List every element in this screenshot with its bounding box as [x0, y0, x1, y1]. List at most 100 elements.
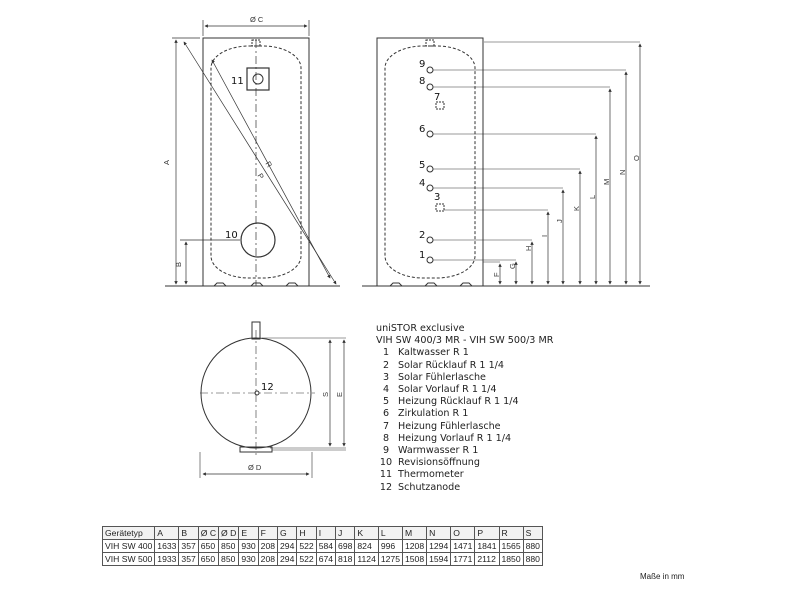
- table-cell: 584: [315, 539, 337, 553]
- table-header-cell: N: [426, 526, 452, 540]
- label-r: R: [264, 160, 275, 170]
- table-cell: 294: [277, 552, 298, 566]
- table-cell: 208: [257, 552, 279, 566]
- table-cell: 357: [178, 539, 199, 553]
- label-diam-c: Ø C: [250, 15, 264, 24]
- table-cell: 650: [197, 539, 220, 553]
- table-cell: 2112: [474, 552, 500, 566]
- label-j: J: [555, 219, 564, 223]
- label-m: M: [602, 179, 611, 185]
- table-cell: 1850: [498, 552, 524, 566]
- marker-5: 5: [419, 160, 425, 171]
- table-cell: 1565: [498, 539, 524, 553]
- table-cell: 294: [277, 539, 298, 553]
- table-cell: 357: [178, 552, 199, 566]
- table-cell: 522: [296, 552, 317, 566]
- table-cell: 1124: [354, 552, 379, 566]
- table-cell: 1933: [154, 552, 180, 566]
- table-header-cell: L: [377, 526, 404, 540]
- table-cell: 824: [354, 539, 379, 553]
- label-i: I: [540, 235, 549, 237]
- table-cell: 880: [522, 539, 543, 553]
- table-cell: 674: [315, 552, 337, 566]
- table-header-cell: P: [474, 526, 500, 540]
- table-header-cell: S: [522, 526, 543, 540]
- table-header-cell: R: [498, 526, 524, 540]
- table-cell: 1633: [154, 539, 180, 553]
- table-header-cell: K: [354, 526, 379, 540]
- marker-9: 9: [419, 59, 425, 70]
- table-header-cell: A: [154, 526, 180, 540]
- marker-6: 6: [419, 124, 425, 135]
- table-header-cell: Gerätetyp: [101, 526, 156, 540]
- table-header-cell: J: [335, 526, 356, 540]
- marker-3: 3: [434, 192, 440, 203]
- legend: uniSTOR exclusive VIH SW 400/3 MR - VIH …: [376, 323, 553, 494]
- label-b: B: [174, 262, 183, 267]
- marker-7: 7: [434, 92, 440, 103]
- legend-title: uniSTOR exclusive: [376, 323, 465, 334]
- table-cell: 698: [335, 539, 356, 553]
- table-cell: 1294: [426, 539, 452, 553]
- label-diam-d: Ø D: [248, 463, 262, 472]
- marker-4: 4: [419, 178, 425, 189]
- table-header-cell: Ø C: [197, 526, 220, 540]
- table-header-cell: F: [257, 526, 279, 540]
- table-cell: 1841: [474, 539, 500, 553]
- table-header-cell: Ø D: [218, 526, 240, 540]
- label-o: O: [632, 155, 641, 161]
- label-g: G: [508, 263, 517, 269]
- front-view: [165, 20, 340, 287]
- table-cell: 1208: [401, 539, 428, 553]
- label-k: K: [572, 206, 581, 211]
- technical-drawing: Ø C A B R P 11 10: [162, 15, 650, 478]
- unit-note: Maße in mm: [640, 572, 685, 581]
- table-header-cell: G: [277, 526, 298, 540]
- table-header-cell: B: [178, 526, 199, 540]
- table-cell: VIH SW 400: [101, 539, 156, 553]
- label-l: L: [588, 195, 597, 199]
- table-cell: 1594: [426, 552, 452, 566]
- table-cell: 208: [257, 539, 279, 553]
- thermometer-box: [246, 67, 270, 91]
- table-cell: 880: [522, 552, 543, 566]
- label-a: A: [162, 160, 171, 165]
- label-h: H: [524, 246, 533, 251]
- table-cell: 930: [238, 539, 259, 553]
- table-cell: 996: [377, 539, 404, 553]
- table-cell: 1771: [450, 552, 476, 566]
- marker-2: 2: [419, 230, 425, 241]
- table-header-cell: O: [450, 526, 476, 540]
- label-s: S: [321, 392, 330, 397]
- table-cell: 850: [218, 552, 240, 566]
- table-cell: 522: [296, 539, 317, 553]
- table-cell: 850: [218, 539, 240, 553]
- marker-1: 1: [419, 250, 425, 261]
- label-e: E: [335, 392, 344, 397]
- marker-12: 12: [261, 382, 274, 393]
- table-cell: 650: [197, 552, 220, 566]
- tank-outer-right: [376, 37, 484, 287]
- table-header-cell: I: [315, 526, 337, 540]
- table-cell: 930: [238, 552, 259, 566]
- table-header-cell: M: [401, 526, 428, 540]
- label-p: P: [256, 172, 266, 181]
- table-cell: 818: [335, 552, 356, 566]
- side-view: [362, 37, 650, 287]
- label-n: N: [618, 170, 627, 175]
- label-f: F: [492, 272, 501, 277]
